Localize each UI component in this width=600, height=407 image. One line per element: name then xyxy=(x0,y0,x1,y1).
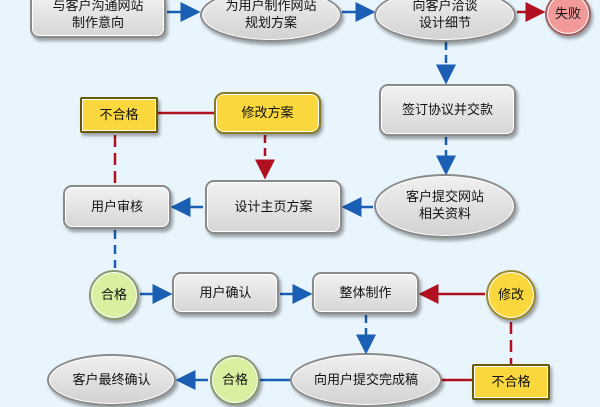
node-user-confirm: 用户确认 xyxy=(172,272,279,314)
node-pass-2: 合格 xyxy=(210,355,260,405)
node-reject-1: 不合格 xyxy=(80,97,158,133)
node-plan-proposal: 为用户制作网站 规划方案 xyxy=(200,0,342,42)
node-communicate-intent: 与客户沟通网站 制作意向 xyxy=(30,0,166,38)
node-revise: 修改 xyxy=(486,270,536,320)
node-user-review: 用户审核 xyxy=(63,185,171,229)
node-pass-1: 合格 xyxy=(89,270,139,320)
node-deliver-draft: 向用户提交完成稿 xyxy=(290,353,442,407)
node-full-build: 整体制作 xyxy=(312,272,419,314)
node-revise-plan: 修改方案 xyxy=(214,92,321,134)
node-reject-2: 不合格 xyxy=(472,364,550,400)
node-design-homepage: 设计主页方案 xyxy=(205,180,342,234)
node-fail: 失败 xyxy=(545,0,591,36)
node-submit-materials: 客户提交网站 相关资料 xyxy=(374,174,516,238)
node-final-confirm: 客户最终确认 xyxy=(47,354,176,406)
node-sign-agreement: 签订协议并交款 xyxy=(379,84,516,136)
